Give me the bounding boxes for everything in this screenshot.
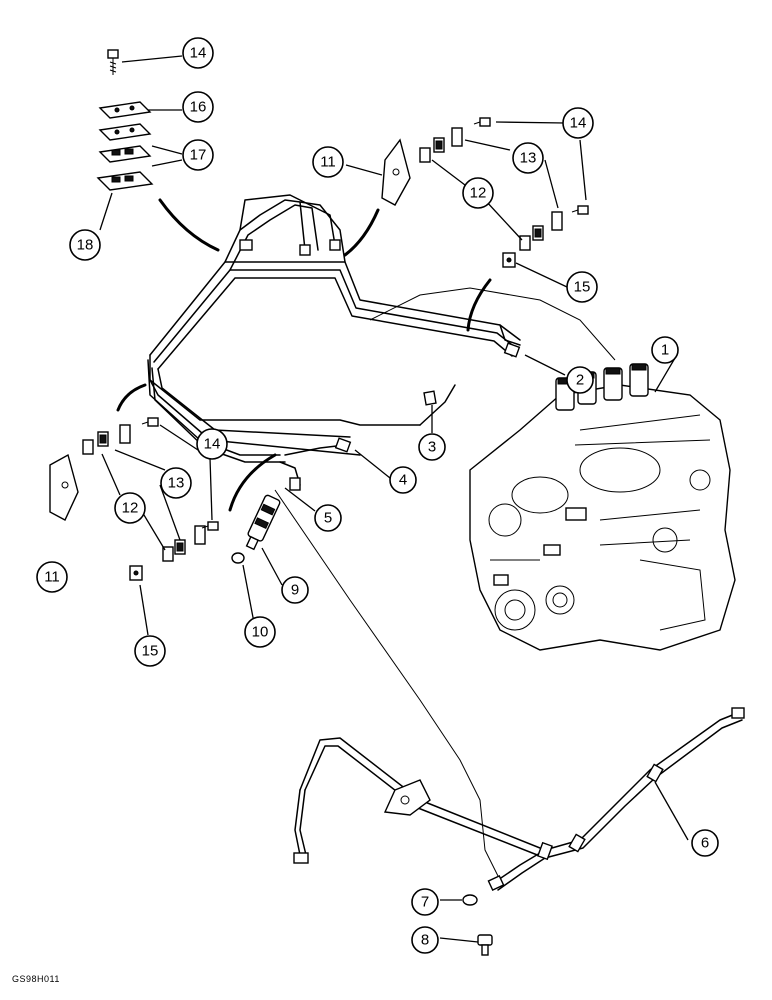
svg-text:4: 4 <box>399 472 407 489</box>
svg-text:8: 8 <box>421 932 429 949</box>
svg-text:3: 3 <box>428 439 436 456</box>
callout-14-lower-left: 14 <box>196 428 228 460</box>
svg-text:12: 12 <box>470 185 487 202</box>
leak-off-line-upper <box>369 287 616 361</box>
callout-12-upper: 12 <box>462 177 494 209</box>
svg-text:13: 13 <box>168 475 185 492</box>
callout-6: 6 <box>691 829 719 857</box>
assembly-arc <box>228 453 277 512</box>
leak-off-line <box>274 489 501 881</box>
callout-13-upper: 13 <box>512 142 544 174</box>
svg-text:11: 11 <box>320 154 336 171</box>
svg-text:16: 16 <box>190 99 207 116</box>
callout-16: 16 <box>182 91 214 123</box>
callout-3: 3 <box>418 433 446 461</box>
callout-11-upper: 11 <box>312 146 344 178</box>
callout-4: 4 <box>389 466 417 494</box>
callout-14-upper-right: 14 <box>562 107 594 139</box>
banjo-bolt <box>477 934 493 956</box>
callout-15-upper: 15 <box>566 271 598 303</box>
callout-10: 10 <box>244 616 276 648</box>
svg-text:17: 17 <box>190 147 207 164</box>
banjo-washer <box>462 894 478 906</box>
svg-text:5: 5 <box>324 510 332 527</box>
figure-code: GS98H011 <box>12 974 60 984</box>
callout-8: 8 <box>411 926 439 954</box>
leader-lines <box>99 55 689 943</box>
svg-text:6: 6 <box>701 835 709 852</box>
svg-text:14: 14 <box>204 436 221 453</box>
callout-7: 7 <box>411 888 439 916</box>
svg-text:15: 15 <box>574 279 591 296</box>
svg-text:15: 15 <box>142 643 159 660</box>
svg-text:10: 10 <box>252 624 269 641</box>
bracket-group-lower-left <box>49 417 219 581</box>
assembly-arc <box>343 208 380 257</box>
sealing-washer <box>231 552 245 564</box>
svg-text:2: 2 <box>576 372 584 389</box>
callout-18: 18 <box>69 229 101 261</box>
callout-13-lower: 13 <box>160 467 192 499</box>
callout-12-lower: 12 <box>114 492 146 524</box>
clamp-stack-top-left <box>96 49 154 191</box>
assembly-arc <box>116 383 147 412</box>
callout-14-top: 14 <box>182 37 214 69</box>
callout-5: 5 <box>314 504 342 532</box>
callout-2: 2 <box>566 366 594 394</box>
svg-text:14: 14 <box>190 45 207 62</box>
svg-text:9: 9 <box>291 582 299 599</box>
injection-pump <box>469 363 736 651</box>
svg-text:18: 18 <box>77 237 94 254</box>
svg-text:7: 7 <box>421 894 429 911</box>
callout-1: 1 <box>651 336 679 364</box>
callout-15-lower: 15 <box>134 635 166 667</box>
callout-11-lower: 11 <box>36 561 68 593</box>
svg-text:14: 14 <box>570 115 587 132</box>
svg-text:1: 1 <box>661 342 669 359</box>
callout-9: 9 <box>281 576 309 604</box>
leak-off-manifold <box>293 707 745 891</box>
injector-nozzle <box>245 494 281 551</box>
callout-17: 17 <box>182 139 214 171</box>
svg-text:12: 12 <box>122 500 139 517</box>
svg-text:13: 13 <box>520 150 537 167</box>
svg-text:11: 11 <box>44 569 60 586</box>
assembly-arc <box>158 198 220 252</box>
bracket-group-upper-right <box>381 117 589 268</box>
assembly-arc <box>466 278 492 332</box>
